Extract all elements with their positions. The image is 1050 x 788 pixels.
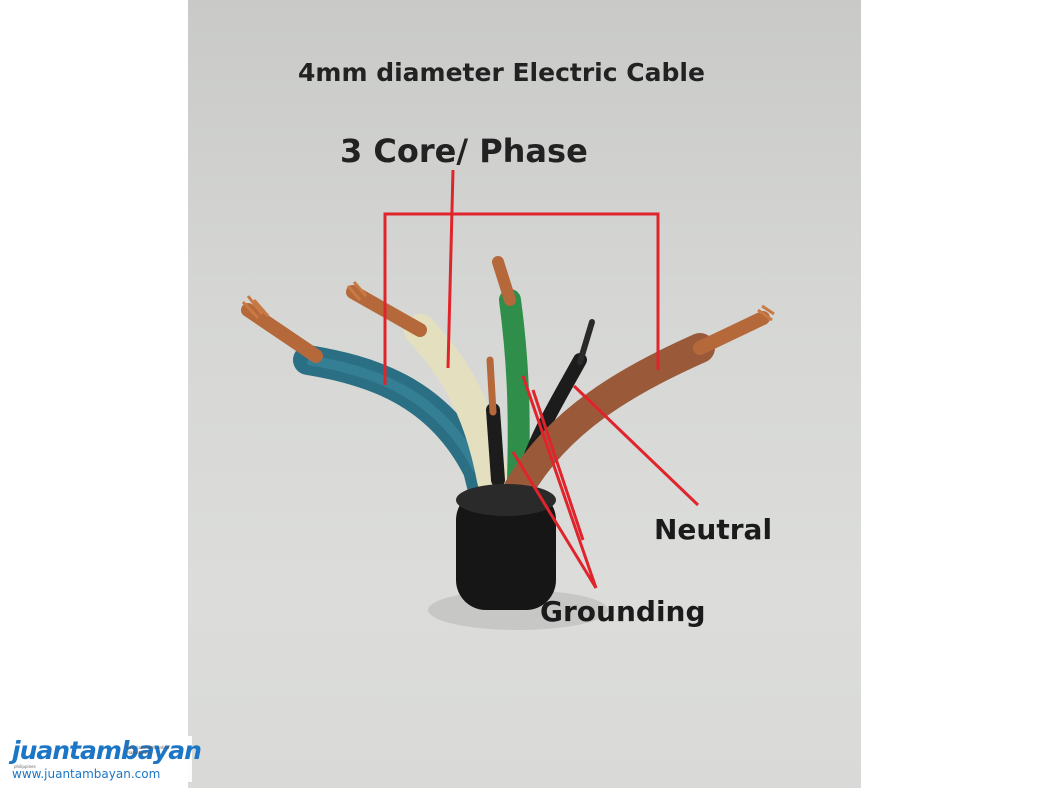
watermark-url: www.juantambayan.com (12, 767, 161, 781)
cable-sheath (456, 490, 556, 610)
white-wire (404, 314, 509, 496)
cable-photo: 4mm diameter Electric Cable 3 Core/ Phas… (188, 0, 861, 788)
grounding-label: Grounding (540, 595, 706, 628)
watermark-logo: juantambayan (12, 736, 202, 765)
black-wire-left (486, 403, 505, 487)
neutral-label: Neutral (654, 513, 773, 546)
watermark-country: philippines (14, 764, 36, 769)
photo-subtitle: 3 Core/ Phase (340, 132, 588, 170)
green-wire (499, 289, 530, 491)
annotation-lines (383, 169, 700, 589)
photo-title: 4mm diameter Electric Cable (298, 58, 705, 87)
watermark: juantambayan philippines free classified… (6, 736, 202, 782)
watermark-tagline: free classifieds online marketplace (126, 745, 170, 755)
brown-wire (503, 333, 715, 505)
cable-illustration (241, 169, 775, 630)
